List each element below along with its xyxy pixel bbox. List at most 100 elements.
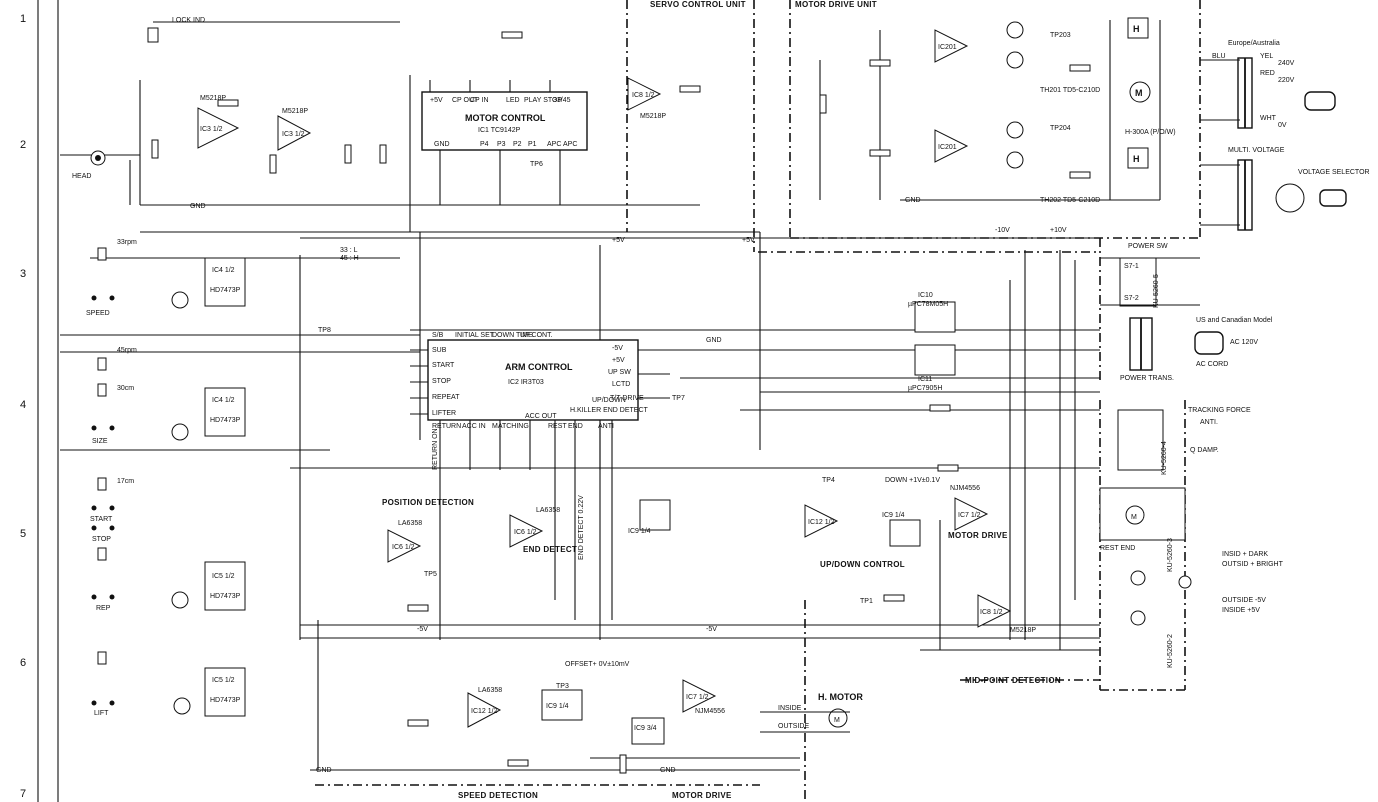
row-1: 1 [20,13,26,25]
svg-text:UP SW: UP SW [608,369,631,376]
svg-text:+10V: +10V [1050,227,1067,234]
svg-text:M5218P: M5218P [200,95,226,102]
svg-text:IC12 1/2: IC12 1/2 [808,519,835,526]
svg-text:STOP: STOP [432,378,451,385]
svg-text:IC5 1/2: IC5 1/2 [212,677,235,684]
passive-components [151,31,1091,774]
arm-control-block: ARM CONTROL IC2 IR3T03 SUB START STOP RE… [410,332,670,640]
svg-text:SERVO CONTROL UNIT: SERVO CONTROL UNIT [650,0,746,9]
svg-text:IC8 1/2: IC8 1/2 [632,92,655,99]
svg-text:IC11: IC11 [918,376,932,383]
svg-text:LIFTER: LIFTER [432,410,456,417]
svg-text:MOTOR DRIVE: MOTOR DRIVE [672,791,732,800]
motor-control-block: MOTOR CONTROL IC1 TC9142P +5V CP OUT CP … [421,80,588,205]
svg-text:0V: 0V [1278,122,1287,129]
svg-text:TP6: TP6 [530,161,543,168]
svg-text:RED: RED [1260,70,1275,77]
svg-text:NJM4556: NJM4556 [950,485,980,492]
motor-control-title: MOTOR CONTROL [465,113,546,123]
head-label: HEAD [72,173,91,180]
svg-text:APC: APC [547,141,561,148]
svg-text:ACC IN: ACC IN [462,423,486,430]
svg-text:-5V: -5V [612,345,623,352]
svg-text:ANTI.: ANTI. [1200,419,1218,426]
svg-text:M: M [1135,88,1143,98]
svg-text:INSIDE +5V: INSIDE +5V [1222,607,1260,614]
svg-text:LA6358: LA6358 [536,507,560,514]
svg-text:TP204: TP204 [1050,125,1071,132]
svg-text:UP/DOWN CONTROL: UP/DOWN CONTROL [820,560,905,569]
svg-text:M: M [834,717,840,724]
svg-text:HD7473P: HD7473P [210,417,241,424]
svg-text:IC7 1/2: IC7 1/2 [686,694,709,701]
svg-text:M5218P: M5218P [282,108,308,115]
motor-drive-unit: IC201 IC201 H H M H-300A (P/O/W) TH201 T… [819,17,1176,204]
svg-text:-5V: -5V [417,626,428,633]
svg-text:OFFSET+ 0V±10mV: OFFSET+ 0V±10mV [565,661,630,668]
svg-text:33rpm: 33rpm [117,239,137,246]
lock-ind-led: LOCK IND [147,17,400,43]
svg-text:+5V: +5V [430,97,443,104]
svg-text:TRACKING FORCE: TRACKING FORCE [1188,407,1251,414]
power-section: Europe/Australia MULTI. VOLTAGE VOLTAGE … [1100,40,1370,382]
svg-text:+5V: +5V [612,357,625,364]
svg-text:H-300A (P/O/W): H-300A (P/O/W) [1125,129,1176,136]
servo-opamps: IC3 1/2 M5218P IC3 1/2 M5218P IC8 1/2 M5… [197,77,666,151]
svg-text:RETURN ON: RETURN ON [432,428,439,470]
svg-text:IC7 1/2: IC7 1/2 [958,512,981,519]
row-2: 2 [20,139,26,151]
svg-text:HD7473P: HD7473P [210,593,241,600]
svg-text:P3: P3 [497,141,506,148]
svg-text:240V: 240V [1278,60,1295,67]
svg-text:Q DAMP.: Q DAMP. [1190,447,1219,454]
row-6: 6 [20,657,26,669]
svg-text:GND: GND [316,767,332,774]
svg-text:BLU: BLU [1212,53,1226,60]
svg-text:IC12 1/2: IC12 1/2 [471,708,498,715]
svg-text:KU-5260-3: KU-5260-3 [1167,538,1174,572]
svg-text:+5V: +5V [612,237,625,244]
svg-text:+5V: +5V [742,237,755,244]
svg-text:Europe/Australia: Europe/Australia [1228,40,1280,47]
lower-opamps: IC6 1/2 LA6358 IC6 1/2 LA6358 IC12 1/2 L… [387,292,1036,745]
svg-text:H.KILLER END DETECT: H.KILLER END DETECT [570,407,649,414]
svg-text:UP CONT.: UP CONT. [520,332,553,339]
lock-ind-label: LOCK IND [172,17,205,24]
svg-text:IC201: IC201 [938,44,957,51]
start-label: START [90,516,113,523]
svg-text:LA6358: LA6358 [398,520,422,527]
svg-text:POWER SW: POWER SW [1128,243,1168,250]
row-5: 5 [20,528,26,540]
svg-text:GND: GND [706,337,722,344]
svg-text:TP4: TP4 [822,477,835,484]
svg-text:M: M [1131,514,1137,521]
svg-text:KU-5260-5: KU-5260-5 [1153,274,1160,308]
size-label: SIZE [92,438,108,445]
arm-control-ic: IC2 IR3T03 [508,379,544,386]
svg-text:CP OUT: CP OUT [452,97,479,104]
row-3: 3 [20,268,26,280]
svg-text:µPC78M05H: µPC78M05H [908,301,948,308]
svg-text:OUTSIDE -5V: OUTSIDE -5V [1222,597,1266,604]
svg-text:GND: GND [660,767,676,774]
svg-text:LED: LED [506,97,520,104]
svg-text:-5V: -5V [706,626,717,633]
svg-text:30cm: 30cm [117,385,134,392]
svg-text:INSIDE: INSIDE [778,705,802,712]
svg-text:MULTI. VOLTAGE: MULTI. VOLTAGE [1228,147,1285,154]
svg-text:IC10: IC10 [918,292,933,299]
stop-label: STOP [92,536,111,543]
svg-text:TP3: TP3 [556,683,569,690]
row-numbers: 1 2 3 4 5 6 7 [20,13,26,800]
svg-text:33/45: 33/45 [553,97,571,104]
svg-text:IC4 1/2: IC4 1/2 [212,267,235,274]
svg-text:TP8: TP8 [318,327,331,334]
svg-text:MOTOR DRIVE UNIT: MOTOR DRIVE UNIT [795,0,877,9]
svg-text:IC201: IC201 [938,144,957,151]
svg-text:REPEAT: REPEAT [432,394,460,401]
svg-text:IC6 1/2: IC6 1/2 [514,529,537,536]
svg-text:H. MOTOR: H. MOTOR [818,692,863,702]
svg-text:REST: REST [548,423,567,430]
svg-text:T/T DRIVE: T/T DRIVE [610,395,644,402]
svg-text:45rpm: 45rpm [117,347,137,354]
